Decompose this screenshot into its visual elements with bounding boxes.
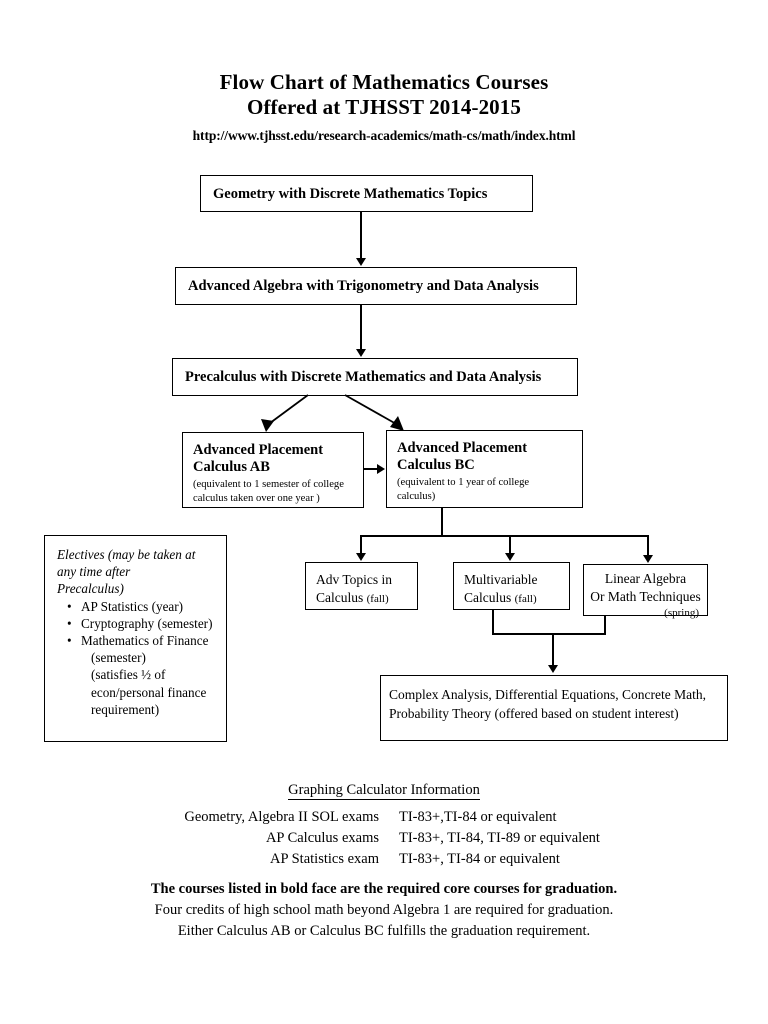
electives-item-label: Cryptography (semester): [81, 615, 213, 631]
node-geometry-label: Geometry with Discrete Mathematics Topic…: [213, 185, 488, 202]
node-calculus-bc-subtitle-line-1: (equivalent to 1 year of college: [397, 477, 530, 488]
node-linear-algebra-line-1: Linear Algebra: [604, 571, 687, 586]
node-linear-algebra: Linear Algebra Or Math Techniques (sprin…: [583, 564, 708, 619]
connector-bc-to-bus: [441, 508, 443, 537]
node-calculus-ab: Advanced Placement Calculus AB (equivale…: [182, 432, 364, 508]
calculator-exam-label: AP Calculus exams: [265, 830, 379, 846]
connector-geometry-to-advanced-algebra: [360, 212, 362, 259]
connector-precalculus-branches: [261, 394, 404, 432]
node-calculus-bc-subtitle-line-2: calculus): [397, 490, 436, 502]
node-calculus-ab-title-line-1: Advanced Placement: [193, 442, 324, 458]
electives-list-item: Mathematics of Finance (semester) (satis…: [67, 632, 216, 718]
electives-item-label: AP Statistics (year): [81, 598, 184, 614]
arrowhead-linear-algebra: [643, 555, 653, 563]
calculator-models-label: TI-83+,TI-84 or equivalent: [399, 809, 557, 825]
connector-linear-algebra-to-merge: [604, 616, 606, 634]
node-adv-topics-calculus: Adv Topics in Calculus (fall): [305, 562, 418, 610]
page-title-line-2: Offered at TJHSST 2014-2015: [247, 95, 521, 119]
calculator-info-table: Geometry, Algebra II SOL exams TI-83+,TI…: [0, 807, 768, 870]
electives-heading-line-2: any time after: [57, 564, 131, 580]
node-calculus-ab-subtitle-line-1: (equivalent to 1 semester of college: [193, 479, 344, 490]
node-calculus-ab-subtitle-line-2: calculus taken over one year ): [193, 492, 320, 504]
source-url: http://www.tjhsst.edu/research-academics…: [192, 128, 576, 143]
arrowhead-complex-analysis: [548, 665, 558, 673]
page-header: Flow Chart of Mathematics Courses Offere…: [0, 70, 768, 144]
footnote-line-3: Either Calculus AB or Calculus BC fulfil…: [177, 923, 591, 939]
calculator-info-heading: Graphing Calculator Information: [0, 782, 768, 800]
arrowhead-calculus-bc: [377, 464, 385, 474]
calculator-table-row: AP Calculus exams TI-83+, TI-84, TI-89 o…: [0, 828, 768, 849]
node-geometry: Geometry with Discrete Mathematics Topic…: [200, 175, 533, 212]
distribution-bus: [360, 535, 648, 537]
electives-item-detail: econ/personal finance: [91, 684, 207, 700]
node-calculus-bc-title-line-1: Advanced Placement: [397, 440, 528, 456]
calculator-models-label: TI-83+, TI-84 or equivalent: [399, 851, 560, 867]
node-adv-topics-term: (fall): [366, 592, 389, 605]
node-advanced-algebra: Advanced Algebra with Trigonometry and D…: [175, 267, 577, 305]
calculator-exam-label: Geometry, Algebra II SOL exams: [184, 809, 379, 825]
node-complex-analysis: Complex Analysis, Differential Equations…: [380, 675, 728, 741]
node-precalculus: Precalculus with Discrete Mathematics an…: [172, 358, 578, 396]
node-linear-algebra-line-2: Or Math Techniques: [590, 588, 701, 604]
calculator-table-row: AP Statistics exam TI-83+, TI-84 or equi…: [0, 849, 768, 870]
electives-heading-line-1: Electives (may be taken at: [57, 547, 196, 562]
connector-multivariable-to-merge: [492, 610, 494, 634]
node-calculus-ab-title-line-2: Calculus AB: [193, 459, 270, 475]
calculator-table-row: Geometry, Algebra II SOL exams TI-83+,TI…: [0, 807, 768, 828]
node-precalculus-label: Precalculus with Discrete Mathematics an…: [185, 369, 542, 385]
electives-item-detail: requirement): [91, 701, 160, 717]
connector-ab-to-bc: [364, 468, 378, 470]
arrowhead-multivariable: [505, 553, 515, 561]
connector-merge-to-complex-analysis: [552, 633, 554, 667]
connector-advanced-algebra-to-precalculus: [360, 305, 362, 350]
node-complex-analysis-line-1: Complex Analysis, Differential Equations…: [389, 687, 706, 702]
node-multivariable-line-2: Calculus: [464, 589, 515, 605]
calculator-exam-label: AP Statistics exam: [269, 851, 379, 867]
arrowhead-advanced-algebra: [356, 258, 366, 266]
connector-bus-to-multivariable: [509, 535, 511, 555]
page-title-line-1: Flow Chart of Mathematics Courses: [219, 70, 549, 94]
electives-item-detail: (semester): [91, 650, 146, 666]
electives-item-label: Mathematics of Finance: [81, 633, 209, 649]
node-adv-topics-line-1: Adv Topics in: [316, 572, 393, 587]
footnote-line-2: Four credits of high school math beyond …: [154, 902, 614, 918]
node-multivariable-term: (fall): [514, 592, 537, 605]
footnote-bold-line: The courses listed in bold face are the …: [150, 881, 618, 897]
node-complex-analysis-line-2: Probability Theory (offered based on stu…: [389, 706, 679, 721]
arrowhead-precalculus: [356, 349, 366, 357]
node-linear-algebra-term: (spring): [664, 607, 699, 619]
connector-bus-to-adv-topics: [360, 535, 362, 555]
node-adv-topics-line-2: Calculus: [316, 589, 367, 605]
node-multivariable-line-1: Multivariable: [464, 572, 538, 587]
connector-bus-to-linear-algebra: [647, 535, 649, 557]
arrowhead-adv-topics: [356, 553, 366, 561]
node-multivariable-calculus: Multivariable Calculus (fall): [453, 562, 570, 610]
calculator-info-heading-text: Graphing Calculator Information: [288, 782, 480, 800]
node-calculus-bc: Advanced Placement Calculus BC (equivale…: [386, 430, 583, 508]
electives-list-item: Cryptography (semester): [67, 615, 216, 632]
electives-heading-line-3: Precalculus): [57, 581, 124, 597]
node-advanced-algebra-label: Advanced Algebra with Trigonometry and D…: [188, 278, 539, 294]
electives-item-detail: (satisfies ½ of: [91, 667, 166, 683]
merge-bar: [492, 633, 606, 635]
electives-list-item: AP Statistics (year): [67, 598, 216, 615]
footnotes: The courses listed in bold face are the …: [0, 879, 768, 942]
node-calculus-bc-title-line-2: Calculus BC: [397, 457, 475, 473]
electives-box: Electives (may be taken at any time afte…: [44, 535, 227, 742]
calculator-models-label: TI-83+, TI-84, TI-89 or equivalent: [399, 830, 600, 846]
